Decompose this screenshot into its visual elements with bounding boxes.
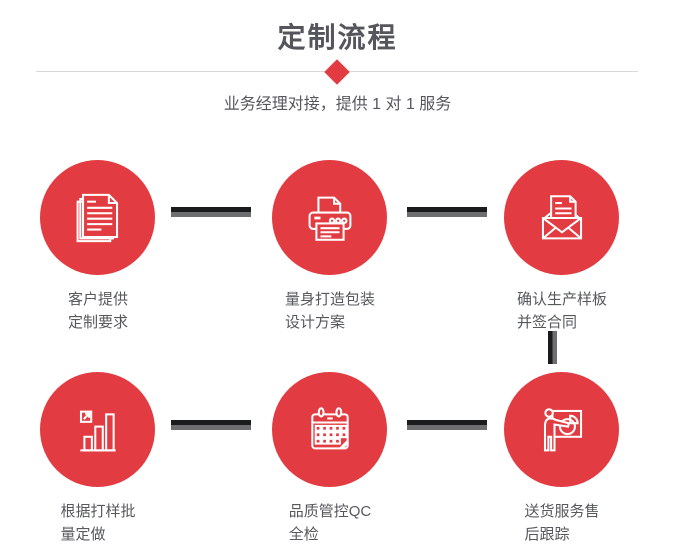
step-5-label-line1: 品质管控QC bbox=[288, 503, 372, 520]
step-2-label-line2: 设计方案 bbox=[284, 314, 345, 331]
step-1-label: 客户提供 定制要求 bbox=[23, 288, 173, 334]
step-1-circle bbox=[40, 160, 155, 275]
step-6: 送货服务售 后跟踪 bbox=[504, 372, 620, 543]
step-5-circle bbox=[272, 372, 387, 487]
step-4: 根据打样批 量定做 bbox=[40, 372, 156, 543]
step-3-label-line2: 并签合同 bbox=[516, 314, 577, 331]
connector-step3-step6 bbox=[548, 331, 557, 364]
step-3-label-line1: 确认生产样板 bbox=[516, 291, 607, 308]
connector-step4-step5 bbox=[171, 420, 251, 430]
connector-step5-step6 bbox=[407, 420, 487, 430]
page-title: 定制流程 bbox=[277, 22, 398, 53]
step-4-label-line2: 量定做 bbox=[60, 526, 106, 543]
step-4-circle bbox=[40, 372, 155, 487]
step-1-label-line2: 定制要求 bbox=[67, 314, 128, 331]
step-1: 客户提供 定制要求 bbox=[40, 160, 156, 331]
step-6-label-line1: 送货服务售 bbox=[524, 503, 600, 520]
step-3: 确认生产样板 并签合同 bbox=[504, 160, 620, 331]
step-6-label-line2: 后跟踪 bbox=[524, 526, 570, 543]
diamond-icon bbox=[324, 59, 350, 85]
connector-step2-step3 bbox=[407, 207, 487, 217]
connector-step1-step2 bbox=[171, 207, 251, 217]
documents-icon bbox=[76, 193, 118, 242]
step-2-label-line1: 量身打造包装 bbox=[284, 291, 375, 308]
step-1-label-line1: 客户提供 bbox=[67, 291, 128, 308]
step-4-label-line1: 根据打样批 bbox=[60, 503, 136, 520]
step-6-circle bbox=[504, 372, 619, 487]
step-2-circle bbox=[272, 160, 387, 275]
step-3-circle bbox=[504, 160, 619, 275]
subtitle: 业务经理对接，提供 1 对 1 服务 bbox=[223, 96, 452, 113]
bar-chart-icon bbox=[79, 410, 116, 451]
step-5-label-line2: 全检 bbox=[288, 526, 319, 543]
printer-icon bbox=[308, 196, 351, 241]
step-6-label: 送货服务售 后跟踪 bbox=[487, 500, 637, 546]
step-2-label: 量身打造包装 设计方案 bbox=[255, 288, 405, 334]
step-5: 品质管控QC 全检 bbox=[272, 372, 388, 543]
step-4-label: 根据打样批 量定做 bbox=[23, 500, 173, 546]
step-5-label: 品质管控QC 全检 bbox=[255, 500, 405, 546]
presenter-icon bbox=[543, 407, 582, 451]
envelope-icon bbox=[541, 194, 582, 239]
step-3-label: 确认生产样板 并签合同 bbox=[487, 288, 637, 334]
step-2: 量身打造包装 设计方案 bbox=[272, 160, 388, 331]
calendar-icon bbox=[310, 406, 349, 449]
